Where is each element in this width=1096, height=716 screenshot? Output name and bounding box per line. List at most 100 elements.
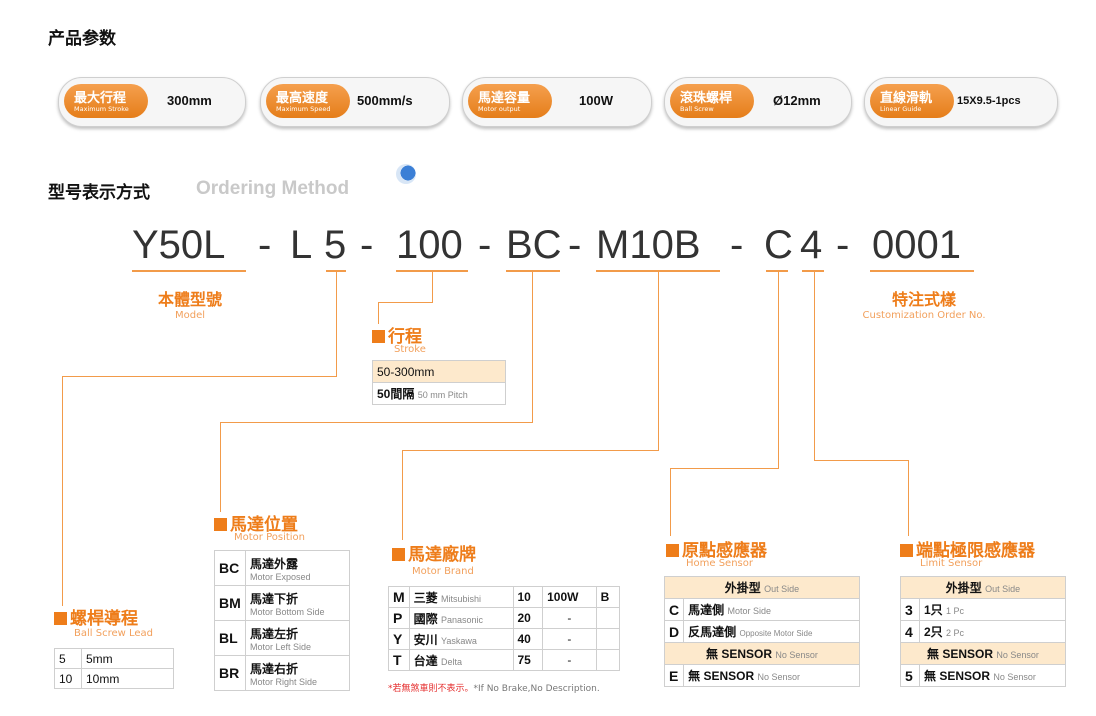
code-part: - bbox=[568, 223, 582, 267]
position-zh: 馬達位置 bbox=[230, 515, 298, 535]
home-desc: 馬達側 Motor Side bbox=[683, 598, 860, 621]
position-en: Motor Position bbox=[234, 532, 306, 543]
code-part: 100 bbox=[396, 223, 463, 267]
square-bullet-icon bbox=[392, 548, 405, 561]
code-part: - bbox=[730, 223, 744, 267]
brand-zh: 馬達廠牌 bbox=[408, 545, 476, 565]
brand-brake bbox=[595, 607, 621, 629]
spec-label-en: Maximum Stroke bbox=[74, 105, 129, 113]
label-custom: 特注式樣 Customization Order No. bbox=[840, 286, 1008, 321]
brand-code: M bbox=[388, 586, 410, 608]
lead-en: Ball Screw Lead bbox=[74, 628, 153, 639]
spec-label: 最大行程 bbox=[74, 91, 127, 106]
square-bullet-icon bbox=[54, 612, 67, 625]
stroke-cell: 50間隔 50 mm Pitch bbox=[372, 382, 506, 405]
brand-watt: - bbox=[542, 628, 597, 650]
home-heading: 原點感應器 bbox=[666, 536, 767, 561]
square-bullet-icon bbox=[900, 544, 913, 557]
brand-brake: B bbox=[595, 586, 621, 608]
lead-code: 5 bbox=[54, 648, 82, 669]
position-heading: 馬達位置 bbox=[214, 510, 298, 535]
limit-code: 4 bbox=[900, 620, 920, 643]
position-code: BM bbox=[214, 585, 246, 621]
underline-position bbox=[506, 270, 560, 272]
code-part: BC bbox=[506, 223, 562, 267]
code-part: 5 bbox=[324, 223, 347, 267]
limit-zh: 端點極限感應器 bbox=[916, 541, 1035, 561]
spec-value: 15X9.5-1pcs bbox=[957, 95, 1021, 107]
limit-code: 5 bbox=[900, 664, 920, 687]
brand-en: Motor Brand bbox=[412, 566, 474, 577]
square-bullet-icon bbox=[372, 330, 385, 343]
brand-code: Y bbox=[388, 628, 410, 650]
lead-value: 5mm bbox=[81, 648, 174, 669]
brand-name: 台達 Delta bbox=[408, 649, 514, 671]
label-custom-zh: 特注式樣 bbox=[891, 290, 956, 309]
spec-label-en: Ball Screw bbox=[680, 105, 714, 113]
home-en: Home Sensor bbox=[686, 558, 753, 569]
code-part: 0001 bbox=[872, 223, 961, 267]
underline-custom bbox=[870, 270, 974, 272]
spec-value: 100W bbox=[579, 93, 613, 108]
limit-desc: 2只 2 Pc bbox=[919, 620, 1066, 643]
underline-home bbox=[766, 270, 788, 272]
brand-watt: - bbox=[542, 649, 597, 671]
section-title-ordering: 型号表示方式 bbox=[48, 183, 150, 203]
code-part: Y50L bbox=[132, 223, 226, 267]
brand-note: *若無煞車則不表示。*If No Brake,No Description. bbox=[388, 684, 600, 694]
home-code: C bbox=[663, 598, 685, 621]
limit-en: Limit Sensor bbox=[920, 558, 983, 569]
limit-none: 無 SENSOR No Sensor bbox=[900, 642, 1066, 665]
brand-brake bbox=[595, 628, 621, 650]
section-title-product-params: 产品参数 bbox=[48, 29, 116, 49]
code-part: 4 bbox=[800, 223, 823, 267]
position-code: BC bbox=[214, 550, 246, 586]
brand-num: 10 bbox=[512, 586, 544, 608]
square-bullet-icon bbox=[666, 544, 679, 557]
home-header: 外掛型 Out Side bbox=[664, 576, 860, 599]
home-zh: 原點感應器 bbox=[682, 541, 767, 561]
code-part: - bbox=[360, 223, 374, 267]
code-part: - bbox=[836, 223, 850, 267]
section-title-ordering-en: Ordering Method bbox=[196, 178, 350, 199]
spec-label-en: Linear Guide bbox=[880, 105, 922, 113]
spec-label: 直線滑軌 bbox=[880, 91, 933, 106]
code-part: M10B bbox=[596, 223, 701, 267]
lead-zh: 螺桿導程 bbox=[70, 609, 138, 629]
label-custom-en: Customization Order No. bbox=[862, 310, 986, 321]
limit-code: 3 bbox=[900, 598, 920, 621]
home-none: 無 SENSOR No Sensor bbox=[664, 642, 860, 665]
brand-num: 75 bbox=[512, 649, 544, 671]
stroke-table: 50-300mm 50間隔 50 mm Pitch bbox=[372, 360, 506, 405]
limit-heading: 端點極限感應器 bbox=[900, 536, 1035, 561]
spec-value: 300mm bbox=[167, 93, 212, 108]
brand-code: P bbox=[388, 607, 410, 629]
spec-value: Ø12mm bbox=[773, 93, 821, 108]
limit-desc: 無 SENSOR No Sensor bbox=[919, 664, 1066, 687]
spec-label-en: Motor output bbox=[478, 105, 521, 113]
square-bullet-icon bbox=[214, 518, 227, 531]
brand-watt: 100W bbox=[542, 586, 597, 608]
underline-limit bbox=[802, 270, 824, 272]
home-desc: 無 SENSOR No Sensor bbox=[683, 664, 860, 687]
home-code: D bbox=[663, 620, 685, 643]
underline-model bbox=[132, 270, 246, 272]
label-model-zh: 本體型號 bbox=[157, 290, 222, 309]
brand-name: 三菱 Mitsubishi bbox=[408, 586, 514, 608]
spec-value: 500mm/s bbox=[357, 93, 413, 108]
lead-value: 10mm bbox=[81, 668, 174, 689]
code-part: - bbox=[478, 223, 492, 267]
stroke-zh: 行程 bbox=[388, 327, 422, 347]
lead-code: 10 bbox=[54, 668, 82, 689]
spec-label-en: Maximum Speed bbox=[276, 105, 331, 113]
limit-desc: 1只 1 Pc bbox=[919, 598, 1066, 621]
limit-header: 外掛型 Out Side bbox=[900, 576, 1066, 599]
